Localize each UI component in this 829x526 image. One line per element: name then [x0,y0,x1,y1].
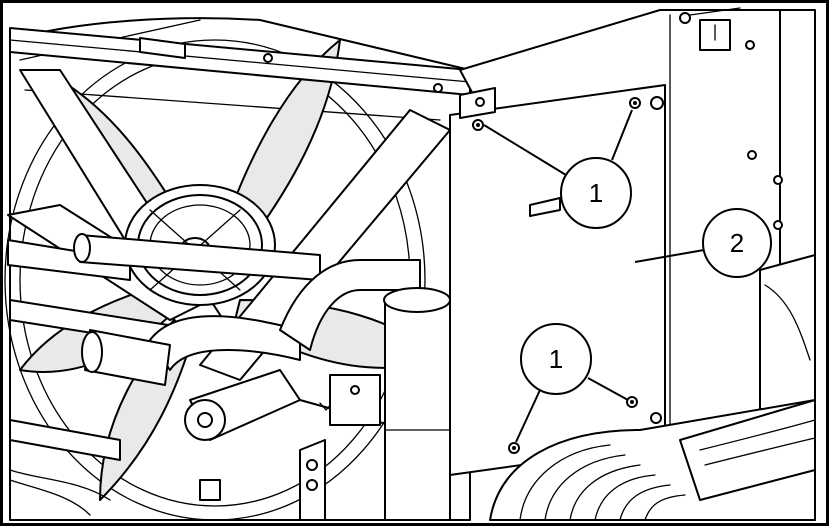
lower-cylinder [383,287,451,521]
corrugated-hose [489,399,816,521]
callout-circle [702,208,772,278]
air-duct [759,254,816,421]
tensioner-arm [184,369,391,441]
callout-1-bottom: 1 [515,323,629,443]
callout-circle [560,157,632,229]
callout-label: 1 [589,178,603,208]
callout-2: 2 [634,208,772,278]
cover-panel [449,84,666,476]
callout-label: 1 [549,344,563,374]
lower-frame [9,419,326,521]
callout-label: 2 [730,228,744,258]
callout-circle [520,323,592,395]
callout-1-top: 1 [483,109,633,229]
coolant-tube [81,259,421,386]
